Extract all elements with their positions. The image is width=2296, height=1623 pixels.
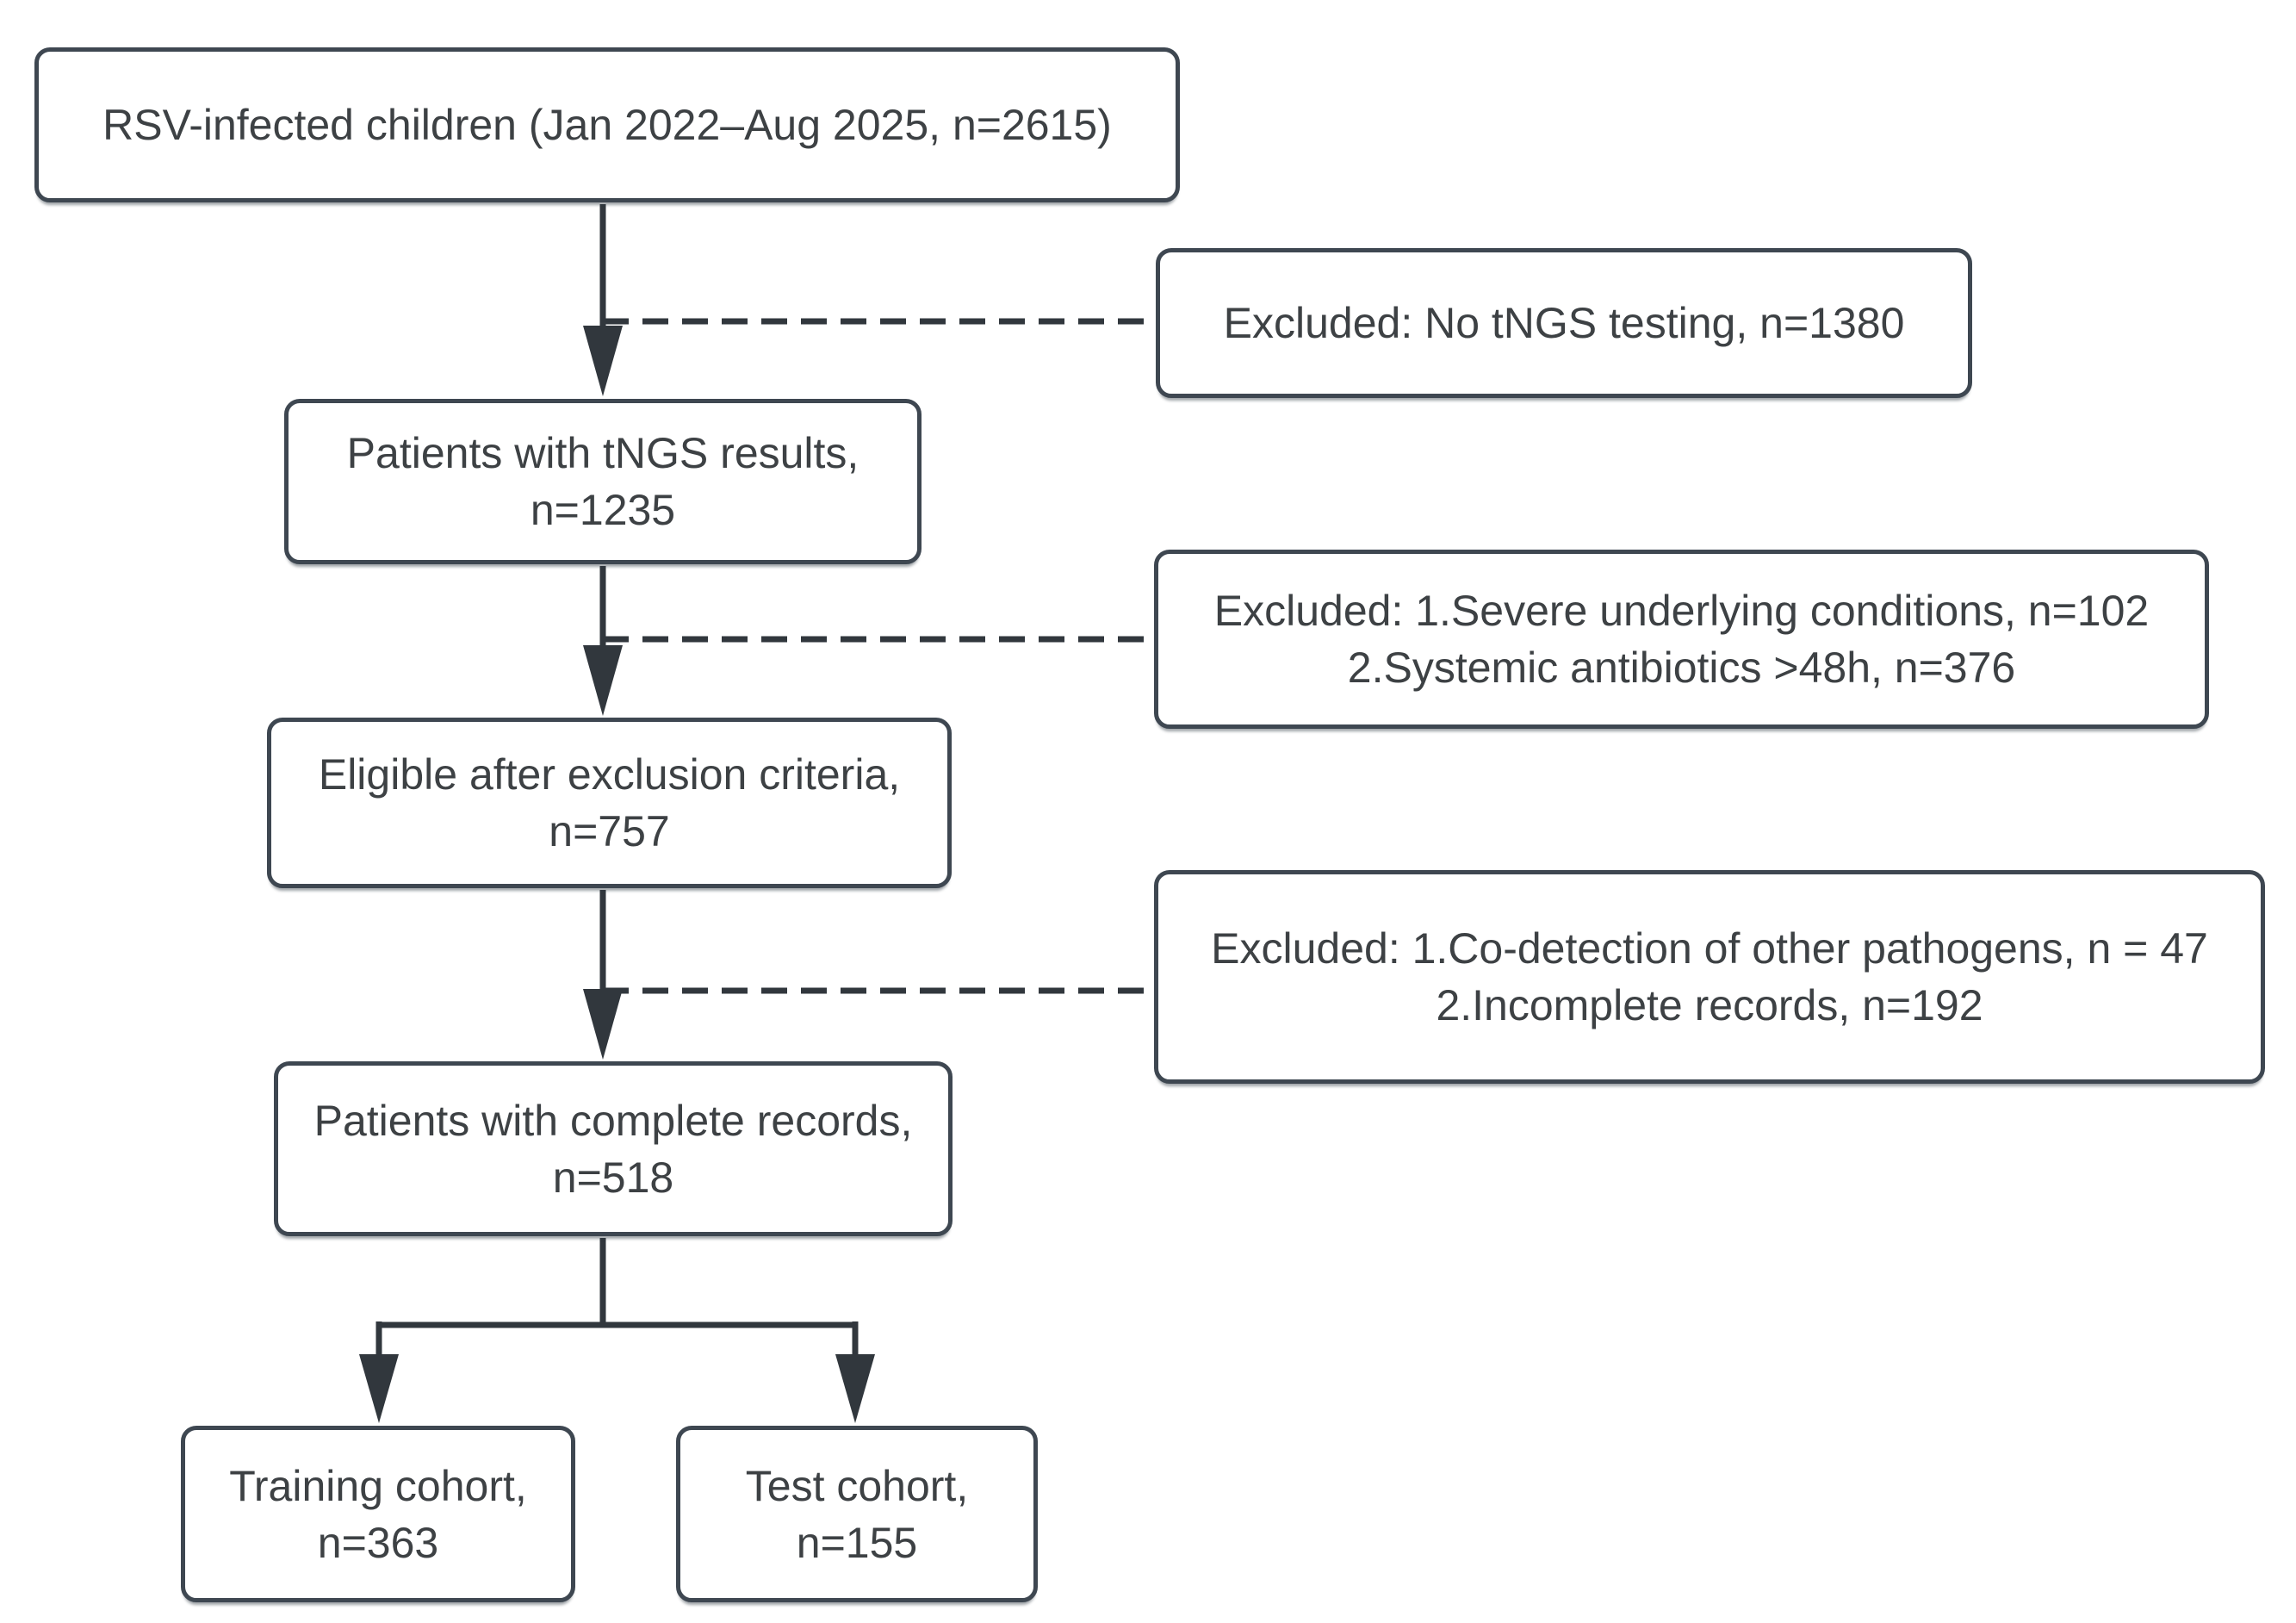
node-label: 2.Incomplete records, n=192 (1436, 981, 1983, 1029)
node-initial-population: RSV-infected children (Jan 2022–Aug 2025… (34, 47, 1180, 202)
node-count: n=363 (317, 1518, 439, 1567)
node-label: Training cohort, (229, 1461, 527, 1510)
arrowhead-icon (583, 645, 623, 716)
node-tngs-results: Patients with tNGS results, n=1235 (284, 399, 922, 564)
node-count: n=1235 (530, 486, 676, 534)
node-label: Eligible after exclusion criteria, (318, 750, 901, 799)
node-training-cohort: Training cohort, n=363 (181, 1426, 575, 1602)
node-count: n=518 (552, 1153, 674, 1202)
node-count: n=757 (549, 807, 670, 855)
node-label: Patients with tNGS results, (346, 429, 859, 477)
arrowhead-icon (835, 1354, 875, 1423)
node-complete-records: Patients with complete records, n=518 (274, 1061, 953, 1236)
node-excluded-no-tngs: Excluded: No tNGS testing, n=1380 (1156, 248, 1972, 398)
arrowhead-icon (359, 1354, 399, 1423)
node-label: Excluded: 1.Severe underlying conditions… (1213, 587, 2150, 635)
node-eligible: Eligible after exclusion criteria, n=757 (267, 718, 952, 888)
node-excluded-conditions: Excluded: 1.Severe underlying conditions… (1154, 550, 2209, 729)
arrowhead-icon (583, 989, 623, 1060)
node-label: Test cohort, (745, 1461, 969, 1510)
arrowhead-icon (583, 326, 623, 396)
node-label: Excluded: No tNGS testing, n=1380 (1223, 299, 1905, 347)
node-label: RSV-infected children (Jan 2022–Aug 2025… (102, 101, 1112, 149)
node-count: n=155 (796, 1518, 918, 1567)
node-label: 2.Systemic antibiotics >48h, n=376 (1347, 644, 2016, 692)
node-test-cohort: Test cohort, n=155 (676, 1426, 1038, 1602)
node-excluded-codetection: Excluded: 1.Co-detection of other pathog… (1154, 870, 2265, 1084)
node-label: Patients with complete records, (313, 1096, 913, 1145)
node-label: Excluded: 1.Co-detection of other pathog… (1211, 924, 2208, 973)
